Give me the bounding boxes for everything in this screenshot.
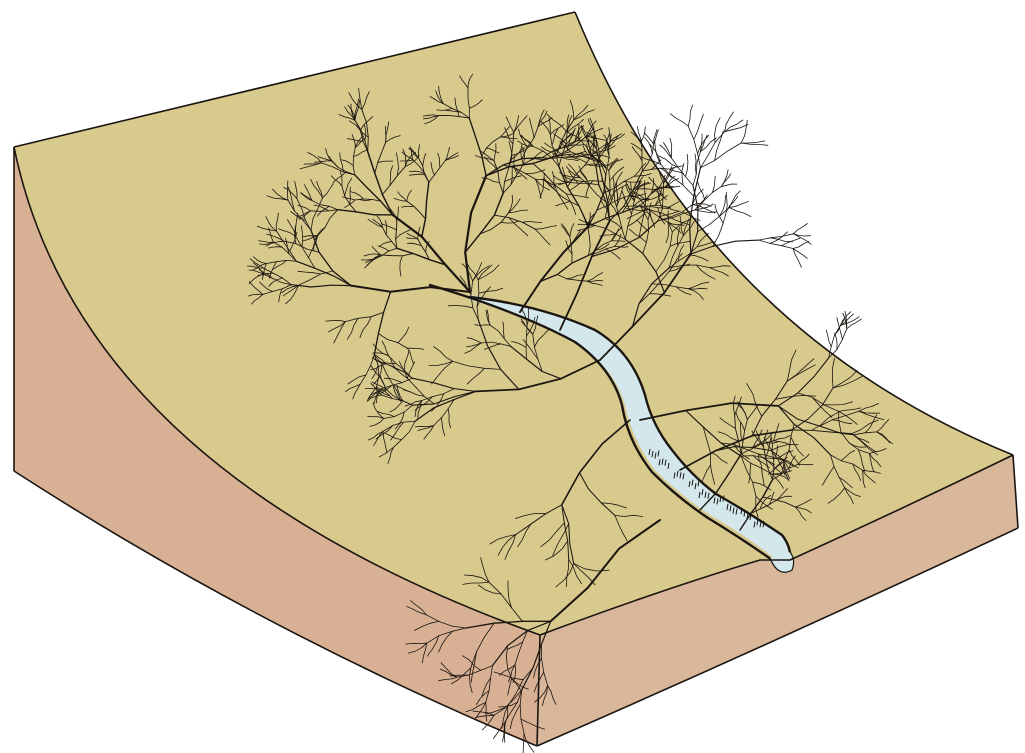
tributary-stream <box>350 187 351 204</box>
tributary-stream <box>688 105 693 126</box>
tributary-stream <box>793 234 810 236</box>
tributary-stream <box>793 241 809 248</box>
tributary-stream <box>793 224 807 234</box>
tributary-stream <box>770 238 792 242</box>
tributary-stream <box>826 330 831 346</box>
tributary-stream <box>664 143 672 159</box>
tributary-stream <box>725 112 734 132</box>
tributary-stream <box>641 127 645 141</box>
tributary-stream <box>660 145 672 158</box>
tributary-stream <box>729 208 751 217</box>
tributary-stream <box>686 154 688 176</box>
tributary-stream <box>782 238 800 246</box>
tributary-stream <box>721 184 737 187</box>
tributary-stream <box>793 234 811 245</box>
tributary-stream <box>835 333 837 350</box>
tributary-stream <box>715 131 724 161</box>
tributary-stream <box>721 170 728 187</box>
tributary-stream <box>688 126 700 168</box>
tributary-stream <box>670 114 688 126</box>
tributary-stream <box>712 176 715 192</box>
tributary-stream <box>698 182 705 200</box>
tributary-stream <box>837 318 843 340</box>
tributary-stream <box>698 187 721 209</box>
tributary-stream <box>741 141 765 143</box>
tributary-stream <box>693 152 701 186</box>
tributary-stream <box>741 120 747 143</box>
tributary-stream <box>695 154 696 174</box>
tributary-stream <box>725 125 748 132</box>
tributary-stream <box>726 192 727 211</box>
